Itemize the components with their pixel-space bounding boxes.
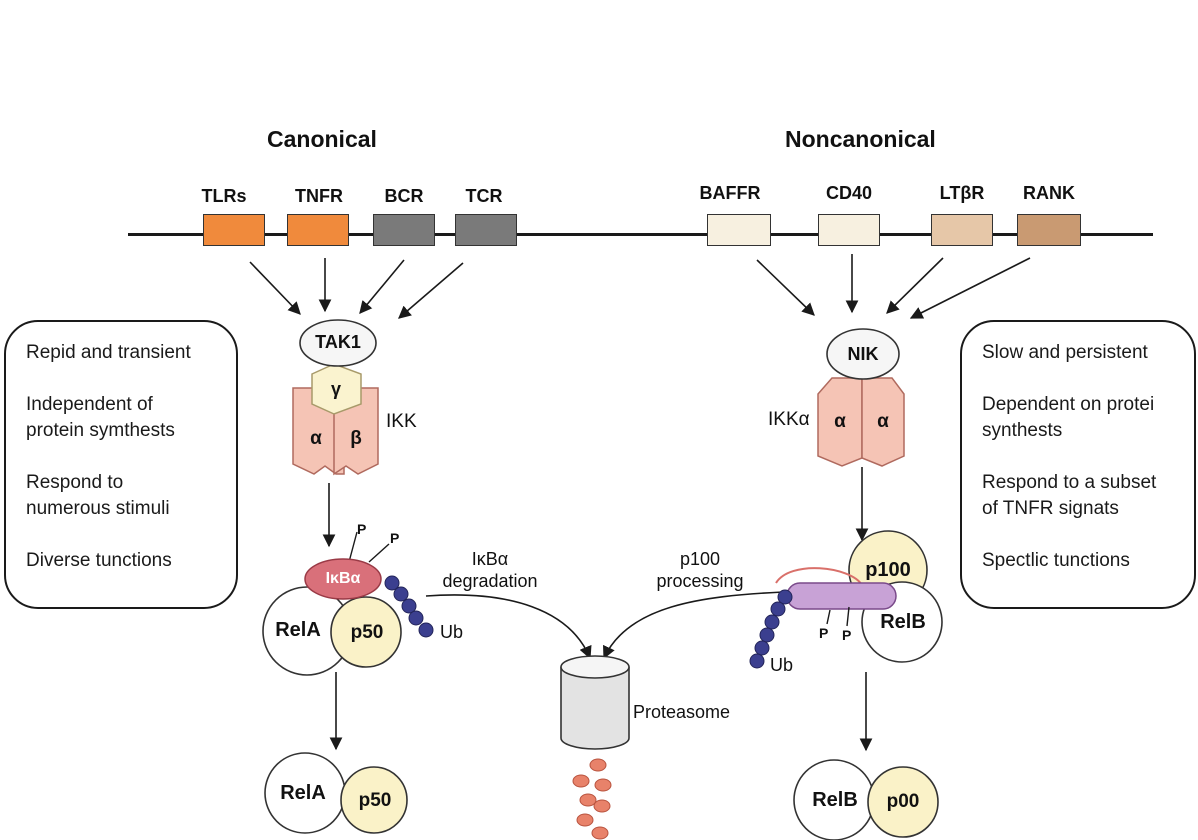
ub-label-canonical: Ub (440, 622, 464, 642)
rela-label-bound: RelA (275, 619, 321, 641)
p50-subunit-bound (330, 596, 402, 668)
nik-label: NIK (847, 344, 879, 364)
canonical-feature-4: Diverse tunctions (26, 550, 172, 571)
phospho-stem-4 (846, 606, 850, 627)
phospho-stem-2 (368, 543, 390, 563)
noncanonical-features-box: Slow and persistent Dependent on protei … (960, 320, 1196, 609)
proteasome (560, 667, 630, 750)
receptor-tnfr (287, 214, 349, 246)
cell-membrane (128, 233, 1153, 236)
arrow-ikba-degradation (425, 594, 592, 660)
phospho-stem-1 (348, 531, 358, 563)
receptor-label-bcr: BCR (384, 186, 424, 206)
noncanonical-feature-2: Dependent on protei synthests (982, 394, 1155, 441)
arrow-tlrs-tak1 (249, 261, 301, 315)
phospho-label-2: P (390, 530, 400, 546)
canonical-feature-2: Independent of protein symthests (26, 394, 175, 441)
receptor-label-baffr: BAFFR (699, 183, 761, 203)
ub-label-noncanonical: Ub (770, 655, 794, 675)
p00-label-free: p00 (886, 791, 920, 812)
phospho-label-1: P (357, 521, 367, 537)
noncanonical-feature-1: Slow and persistent (982, 342, 1148, 363)
noncanonical-feature-3: Respond to a subset of TNFR signats (982, 472, 1157, 519)
ikk-beta-label: β (350, 428, 362, 449)
receptor-rank (1017, 214, 1081, 246)
p50-subunit-free (340, 766, 408, 834)
ikk-gamma-label: γ (330, 379, 341, 399)
p100-label: p100 (865, 559, 911, 581)
phospho-label-4: P (842, 627, 852, 643)
arrow-ltbr-nik (886, 257, 944, 314)
receptor-label-tnfr: TNFR (295, 186, 343, 206)
canonical-title: Canonical (267, 126, 377, 152)
arrow-bcr-tak1 (359, 259, 405, 314)
receptor-tcr (455, 214, 517, 246)
p50-label-bound: p50 (350, 622, 384, 643)
receptor-tlrs (203, 214, 265, 246)
arrow-rank-nik (909, 257, 1031, 319)
ikka-label: IKKα (768, 409, 810, 430)
noncanonical-title: Noncanonical (785, 126, 936, 152)
ikka-alpha-right-label: α (877, 411, 889, 432)
p00-subunit-free (867, 766, 939, 838)
proteasome-label: Proteasome (633, 702, 731, 722)
receptor-bcr (373, 214, 435, 246)
tak1-node (299, 319, 377, 367)
ikka-alpha-left-label: α (834, 411, 846, 432)
receptor-label-ltbr: LTβR (939, 183, 985, 203)
receptor-label-cd40: CD40 (825, 183, 873, 203)
ubiquitin-chain-canonical (384, 575, 434, 638)
phospho-stem-3 (826, 609, 831, 625)
arrow-p100-processing (603, 591, 784, 660)
noncanonical-feature-4: Spectlic tunctions (982, 550, 1130, 571)
receptor-label-rank: RANK (1023, 183, 1075, 203)
rela-label-free: RelA (280, 782, 326, 804)
canonical-feature-1: Repid and transient (26, 342, 191, 363)
ikba-degradation-label: IκBα degradation (442, 549, 538, 591)
relb-label-bound: RelB (880, 611, 926, 633)
peptide-fragments (572, 758, 612, 840)
canonical-feature-3: Respond to numerous stimuli (26, 472, 170, 519)
p100-tail (775, 567, 863, 586)
phospho-label-3: P (819, 625, 829, 641)
tak1-label: TAK1 (315, 332, 361, 352)
relb-label-free: RelB (812, 789, 858, 811)
receptor-cd40 (818, 214, 880, 246)
receptor-ltbr (931, 214, 993, 246)
arrow-tcr-tak1 (398, 262, 464, 319)
ikk-label: IKK (386, 411, 417, 432)
p100-processing-domain (786, 582, 897, 610)
ikk-alpha-label: α (310, 428, 322, 449)
receptor-baffr (707, 214, 771, 246)
nik-node (826, 328, 900, 380)
ikba-protein (304, 558, 382, 600)
p100-processing-label: p100 processing (656, 549, 744, 591)
ubiquitin-chain-noncanonical (749, 589, 793, 669)
receptor-label-tcr: TCR (465, 186, 503, 206)
proteasome-top (560, 655, 630, 679)
receptor-label-tlrs: TLRs (201, 186, 247, 206)
canonical-features-box: Repid and transient Independent of prote… (4, 320, 238, 609)
p50-label-free: p50 (358, 790, 392, 811)
ikka-subunit-right (861, 377, 905, 467)
ikba-label: IκBα (325, 570, 361, 587)
arrow-baffr-nik (756, 259, 815, 316)
